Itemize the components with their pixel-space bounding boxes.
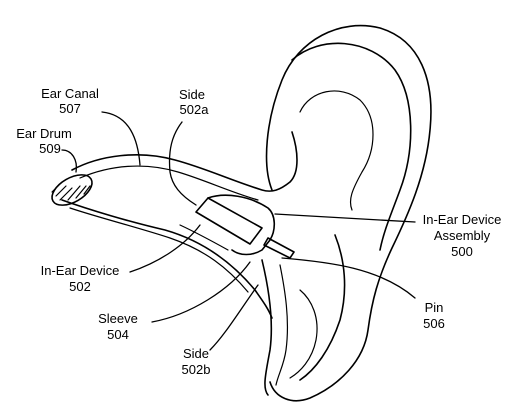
label-pin: Pin bbox=[425, 300, 444, 315]
ear-drum bbox=[51, 174, 93, 206]
ear-drum-hatching bbox=[51, 183, 91, 201]
ear-canal-lower-wall-inner bbox=[69, 207, 249, 293]
pinna-inner-rim bbox=[291, 42, 412, 251]
leader-side-b bbox=[209, 284, 259, 351]
tragus bbox=[261, 259, 273, 396]
ref-device: 502 bbox=[69, 279, 91, 294]
ref-sleeve: 504 bbox=[107, 327, 129, 342]
sleeve bbox=[179, 224, 229, 251]
label-ear-canal: Ear Canal bbox=[41, 86, 99, 101]
in-ear-device-housing bbox=[207, 194, 276, 256]
leader-pin bbox=[281, 257, 416, 299]
label-side-a: Side bbox=[179, 87, 205, 102]
leader-sleeve bbox=[151, 261, 251, 323]
pin bbox=[263, 237, 295, 259]
leader-side-a bbox=[168, 121, 197, 206]
ear-canal-upper-wall bbox=[71, 131, 298, 192]
label-side-b: Side bbox=[183, 346, 209, 361]
concha-ridge bbox=[289, 289, 318, 379]
ref-assembly: 500 bbox=[451, 244, 473, 259]
leader-ear-canal bbox=[101, 111, 141, 166]
ref-side-a: 502a bbox=[180, 102, 210, 117]
leader-device bbox=[129, 224, 201, 273]
ref-ear-canal: 507 bbox=[59, 101, 81, 116]
antihelix bbox=[299, 234, 346, 381]
leader-assembly bbox=[274, 213, 416, 223]
ref-pin: 506 bbox=[423, 316, 445, 331]
label-assembly-line2: Assembly bbox=[434, 228, 491, 243]
ref-ear-drum: 509 bbox=[39, 141, 61, 156]
leader-ear-drum bbox=[61, 149, 78, 173]
label-ear-drum: Ear Drum bbox=[16, 126, 72, 141]
ear-canal-lower-wall bbox=[61, 199, 273, 319]
label-sleeve: Sleeve bbox=[98, 311, 138, 326]
ref-side-b: 502b bbox=[182, 362, 211, 377]
helix-fold bbox=[299, 90, 374, 211]
ear-canal-upper-wall-inner bbox=[79, 165, 259, 201]
pinna-outline bbox=[265, 24, 432, 402]
label-device: In-Ear Device bbox=[41, 263, 120, 278]
in-ear-device-body bbox=[195, 197, 263, 245]
antitragus bbox=[275, 264, 289, 386]
label-assembly-line1: In-Ear Device bbox=[423, 212, 502, 227]
